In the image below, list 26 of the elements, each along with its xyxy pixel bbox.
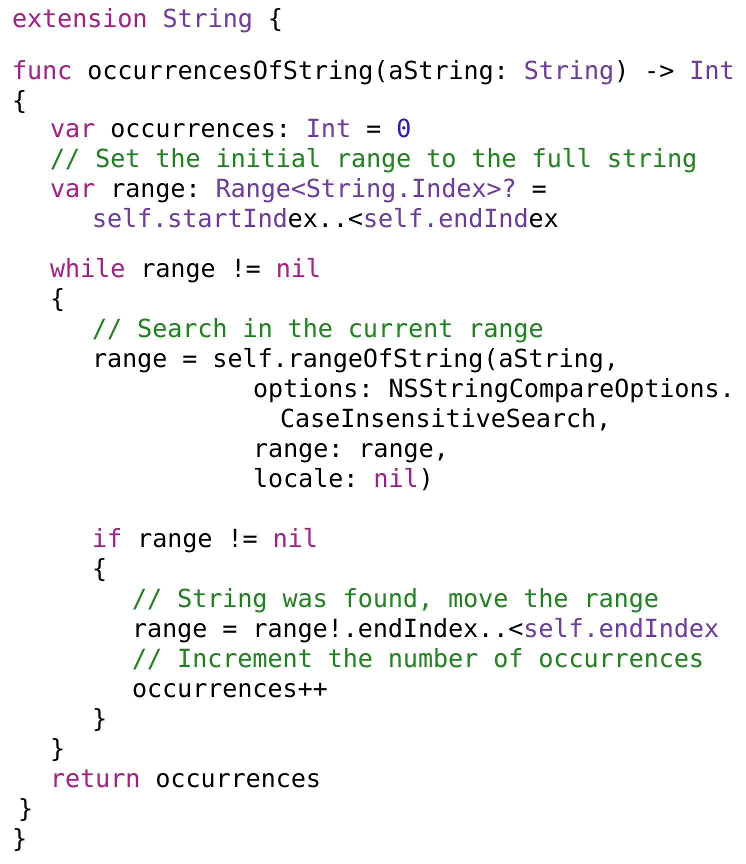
code-line: range = range!.endIndex..<self.endIndex — [132, 614, 720, 644]
code-line: } — [12, 824, 28, 854]
code-line: occurrences++ — [132, 674, 328, 704]
code-line: } — [92, 704, 108, 734]
code-line: var occurrences: Int = 0 — [50, 114, 412, 144]
code-line: CaseInsensitiveSearch, — [280, 404, 612, 434]
code-comment: // Set the initial range to the full string — [50, 144, 698, 174]
code-comment: // Search in the current range — [92, 314, 544, 344]
code-line: locale: nil) — [253, 464, 434, 494]
code-line: while range != nil — [50, 254, 321, 284]
code-line: range = self.rangeOfString(aString, — [92, 344, 619, 374]
code-line: { — [12, 86, 28, 116]
code-line: extension String { — [12, 4, 283, 34]
code-line: func occurrencesOfString(aString: String) -> Int — [12, 56, 734, 86]
code-line: } — [50, 734, 66, 764]
code-line: { — [50, 284, 66, 314]
code-comment: // String was found, move the range — [132, 584, 659, 614]
code-line: return occurrences — [50, 764, 321, 794]
code-line: var range: Range<String.Index>? = — [50, 174, 547, 204]
code-line: range: range, — [253, 434, 449, 464]
code-line: { — [92, 554, 108, 584]
code-line: if range != nil — [92, 524, 318, 554]
code-line: self.startIndex..<self.endIndex — [92, 204, 559, 234]
code-comment: // Increment the number of occurrences — [132, 644, 704, 674]
code-line: } — [18, 794, 34, 824]
code-line: options: NSStringCompareOptions. — [253, 374, 735, 404]
